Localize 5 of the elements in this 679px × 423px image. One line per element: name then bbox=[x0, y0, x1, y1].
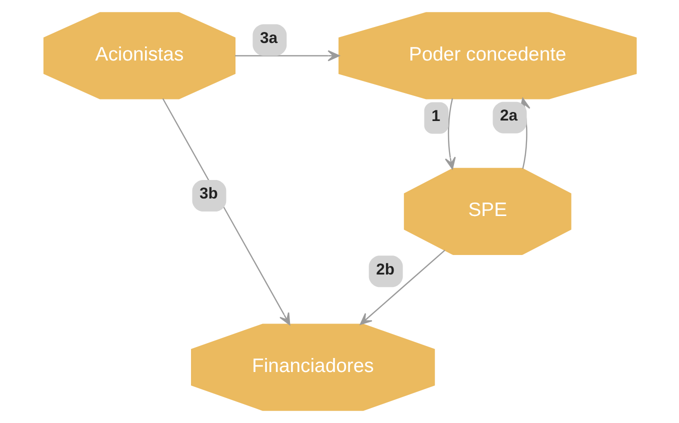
edge-label: 1 bbox=[431, 108, 440, 125]
edge-label: 3b bbox=[199, 186, 218, 203]
edge-label: 2b bbox=[376, 261, 394, 278]
edge-label: 3a bbox=[259, 30, 278, 47]
edge-label: 2a bbox=[500, 108, 518, 125]
